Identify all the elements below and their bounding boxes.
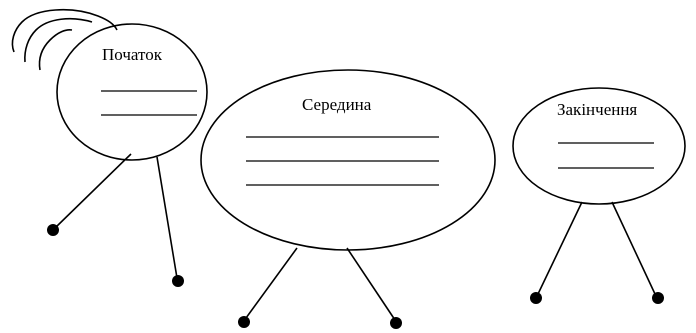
node-beginning-label: Початок <box>102 45 163 64</box>
node-middle-foot-left <box>238 316 250 328</box>
node-beginning-leg-left <box>54 153 132 229</box>
node-beginning-oval <box>56 23 208 161</box>
node-middle-label: Середина <box>302 95 372 114</box>
node-middle-foot-right <box>390 317 402 329</box>
node-ending-leg-right <box>611 201 656 295</box>
node-ending-foot-right <box>652 292 664 304</box>
antenna-scribble-1 <box>11 8 118 53</box>
node-middle-leg-right <box>346 247 396 321</box>
node-ending: Закінчення <box>512 87 686 304</box>
node-beginning-foot-left <box>47 224 59 236</box>
antenna-scribbles <box>11 8 118 71</box>
node-ending-oval <box>512 87 686 205</box>
node-ending-foot-left <box>530 292 542 304</box>
node-beginning-leg-right <box>156 156 178 279</box>
node-middle: Середина <box>200 69 496 329</box>
antenna-scribble-3 <box>38 29 73 71</box>
antenna-scribble-2 <box>24 17 93 63</box>
node-beginning: Початок <box>47 23 208 287</box>
node-ending-leg-left <box>537 201 583 295</box>
node-beginning-foot-right <box>172 275 184 287</box>
node-middle-leg-left <box>245 247 298 319</box>
node-ending-label: Закінчення <box>557 100 637 119</box>
